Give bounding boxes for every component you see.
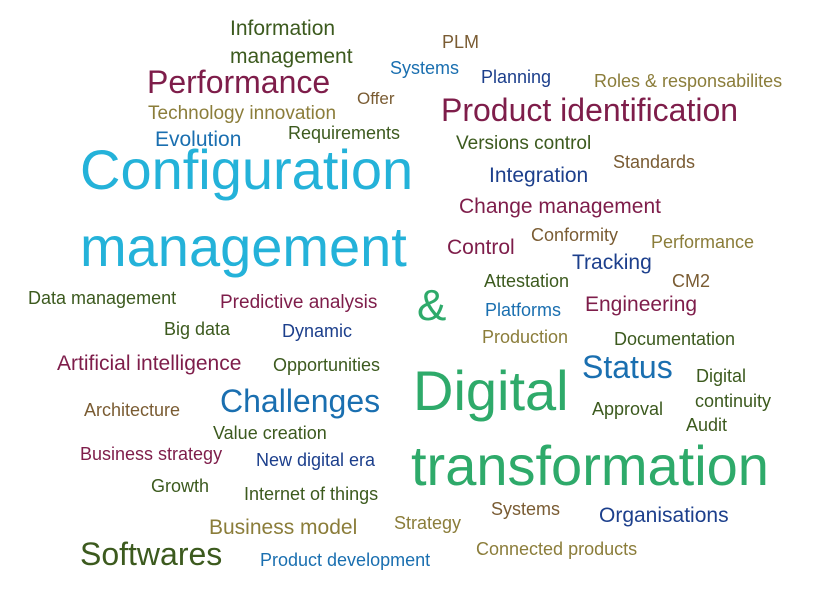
word-new-digital-era: New digital era — [256, 450, 376, 470]
word-value-creation: Value creation — [213, 423, 327, 443]
word-information: Information — [230, 17, 336, 40]
word-artificial-intelligence: Artificial intelligence — [57, 352, 242, 375]
word-internet-of-things: Internet of things — [244, 484, 379, 504]
word-engineering: Engineering — [585, 293, 698, 316]
word-documentation: Documentation — [614, 329, 736, 349]
word-configuration: Configuration — [80, 138, 414, 201]
word-roles-and-responsabilites: Roles & responsabilites — [594, 71, 783, 91]
word-plm: PLM — [442, 32, 480, 52]
word-predictive-analysis: Predictive analysis — [220, 292, 378, 313]
word-platforms: Platforms — [485, 300, 562, 320]
word-systems: Systems — [390, 58, 460, 78]
word-dynamic: Dynamic — [282, 321, 353, 341]
word-performance: Performance — [147, 64, 331, 100]
word-performance: Performance — [651, 232, 755, 252]
word-audit: Audit — [686, 415, 728, 435]
word-change-management: Change management — [459, 195, 661, 218]
word-evolution: Evolution — [155, 128, 242, 151]
word-continuity: continuity — [695, 391, 772, 411]
word-organisations: Organisations — [599, 504, 729, 527]
word-strategy: Strategy — [394, 513, 462, 533]
word-big-data: Big data — [164, 319, 231, 339]
word-connected-products: Connected products — [476, 539, 638, 559]
word-opportunities: Opportunities — [273, 355, 381, 375]
word-product-identification: Product identification — [441, 92, 739, 128]
word-softwares: Softwares — [80, 536, 223, 572]
word-control: Control — [447, 236, 515, 259]
word-management: management — [230, 45, 353, 68]
word-data-management: Data management — [28, 288, 177, 308]
word-integration: Integration — [489, 164, 589, 187]
word-management: management — [80, 215, 407, 278]
word-digital: Digital — [696, 366, 747, 386]
word-planning: Planning — [481, 67, 552, 87]
word-challenges: Challenges — [220, 383, 381, 419]
word-requirements: Requirements — [288, 123, 401, 143]
word-conformity: Conformity — [531, 225, 619, 245]
word-digital: Digital — [413, 359, 569, 422]
word-systems: Systems — [491, 499, 561, 519]
word-versions-control: Versions control — [456, 133, 592, 154]
word-technology-innovation: Technology innovation — [148, 103, 337, 124]
word-cm2: CM2 — [672, 271, 711, 291]
word-business-model: Business model — [209, 516, 358, 539]
word-status: Status — [582, 349, 673, 385]
word-tracking: Tracking — [572, 251, 652, 274]
word-business-strategy: Business strategy — [80, 444, 223, 464]
word-growth: Growth — [151, 476, 210, 496]
word-transformation: transformation — [411, 434, 769, 497]
word-attestation: Attestation — [484, 271, 570, 291]
word-production: Production — [482, 327, 569, 347]
word-offer: Offer — [357, 89, 395, 108]
word-and: & — [417, 281, 447, 330]
word-standards: Standards — [613, 152, 696, 172]
word-architecture: Architecture — [84, 400, 181, 420]
word-product-development: Product development — [260, 550, 431, 570]
word-approval: Approval — [592, 399, 664, 419]
